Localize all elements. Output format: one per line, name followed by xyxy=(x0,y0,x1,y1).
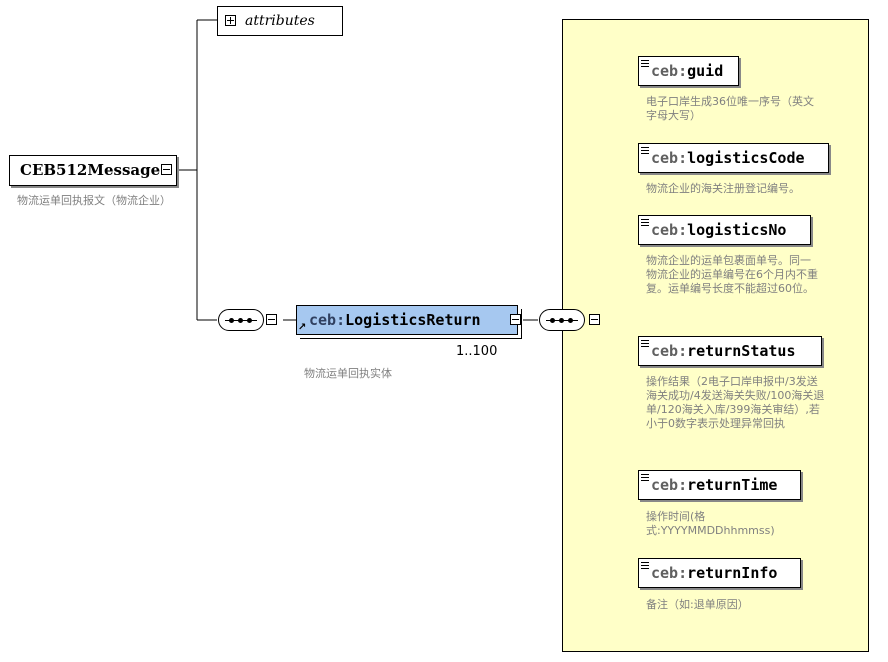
element-icon xyxy=(641,147,649,154)
element-description: 物流企业的海关注册登记编号。 xyxy=(646,182,800,195)
element-icon xyxy=(641,60,649,67)
root-element-node[interactable]: CEB512Message xyxy=(9,155,177,186)
collapse-icon[interactable] xyxy=(266,314,277,325)
element-prefix: ceb: xyxy=(651,149,688,167)
sequence-compositor-icon[interactable] xyxy=(539,309,585,331)
element-label: guid xyxy=(687,62,724,80)
collapse-icon[interactable] xyxy=(510,314,521,325)
element-node-returntime[interactable]: ceb:returnTime xyxy=(638,470,801,500)
logistics-return-label: LogisticsReturn xyxy=(345,311,481,329)
element-label: returnTime xyxy=(687,476,778,494)
element-icon xyxy=(641,562,649,569)
element-prefix: ceb: xyxy=(651,62,688,80)
element-description: 备注（如:退单原因） xyxy=(646,598,749,611)
element-label: logisticsCode xyxy=(687,149,805,167)
element-icon xyxy=(641,219,649,226)
element-label: logisticsNo xyxy=(687,221,787,239)
expand-icon[interactable] xyxy=(225,15,236,26)
root-element-label: CEB512Message xyxy=(20,161,161,179)
collapse-icon[interactable] xyxy=(589,314,600,325)
sequence-content-panel xyxy=(562,19,869,652)
element-node-returninfo[interactable]: ceb:returnInfo xyxy=(638,558,801,588)
attributes-label: attributes xyxy=(245,13,315,29)
element-description: 操作结果（2电子口岸申报中/3发送海关成功/4发送海关失败/100海关退单/12… xyxy=(646,375,825,430)
logistics-return-description: 物流运单回执实体 xyxy=(304,367,392,380)
sequence-compositor-icon[interactable] xyxy=(218,309,264,331)
element-description: 电子口岸生成36位唯一序号（英文字母大写） xyxy=(646,95,814,122)
element-prefix: ceb: xyxy=(309,311,346,329)
collapse-icon[interactable] xyxy=(161,164,172,175)
element-label: returnStatus xyxy=(687,342,796,360)
root-description: 物流运单回执报文（物流企业） xyxy=(17,194,171,207)
element-node-returnstatus[interactable]: ceb:returnStatus xyxy=(638,336,822,366)
reference-arrow-icon: ↗ xyxy=(298,322,307,333)
element-description: 操作时间(格式:YYYYMMDDhhmmss) xyxy=(646,510,775,537)
logistics-return-node[interactable]: ceb:LogisticsReturn xyxy=(296,305,518,335)
element-prefix: ceb: xyxy=(651,342,688,360)
element-node-logisticsno[interactable]: ceb:logisticsNo xyxy=(638,215,811,245)
multiplicity-label: 1..100 xyxy=(456,344,498,359)
element-icon xyxy=(641,340,649,347)
element-label: returnInfo xyxy=(687,564,778,582)
element-node-logisticscode[interactable]: ceb:logisticsCode xyxy=(638,143,829,173)
element-node-guid[interactable]: ceb:guid xyxy=(638,56,739,86)
attributes-node[interactable]: attributes xyxy=(217,6,343,36)
element-prefix: ceb: xyxy=(651,221,688,239)
element-description: 物流企业的运单包裹面单号。同一物流企业的运单编号在6个月内不重复。运单编号长度不… xyxy=(646,254,818,295)
element-prefix: ceb: xyxy=(651,476,688,494)
element-prefix: ceb: xyxy=(651,564,688,582)
element-icon xyxy=(641,474,649,481)
